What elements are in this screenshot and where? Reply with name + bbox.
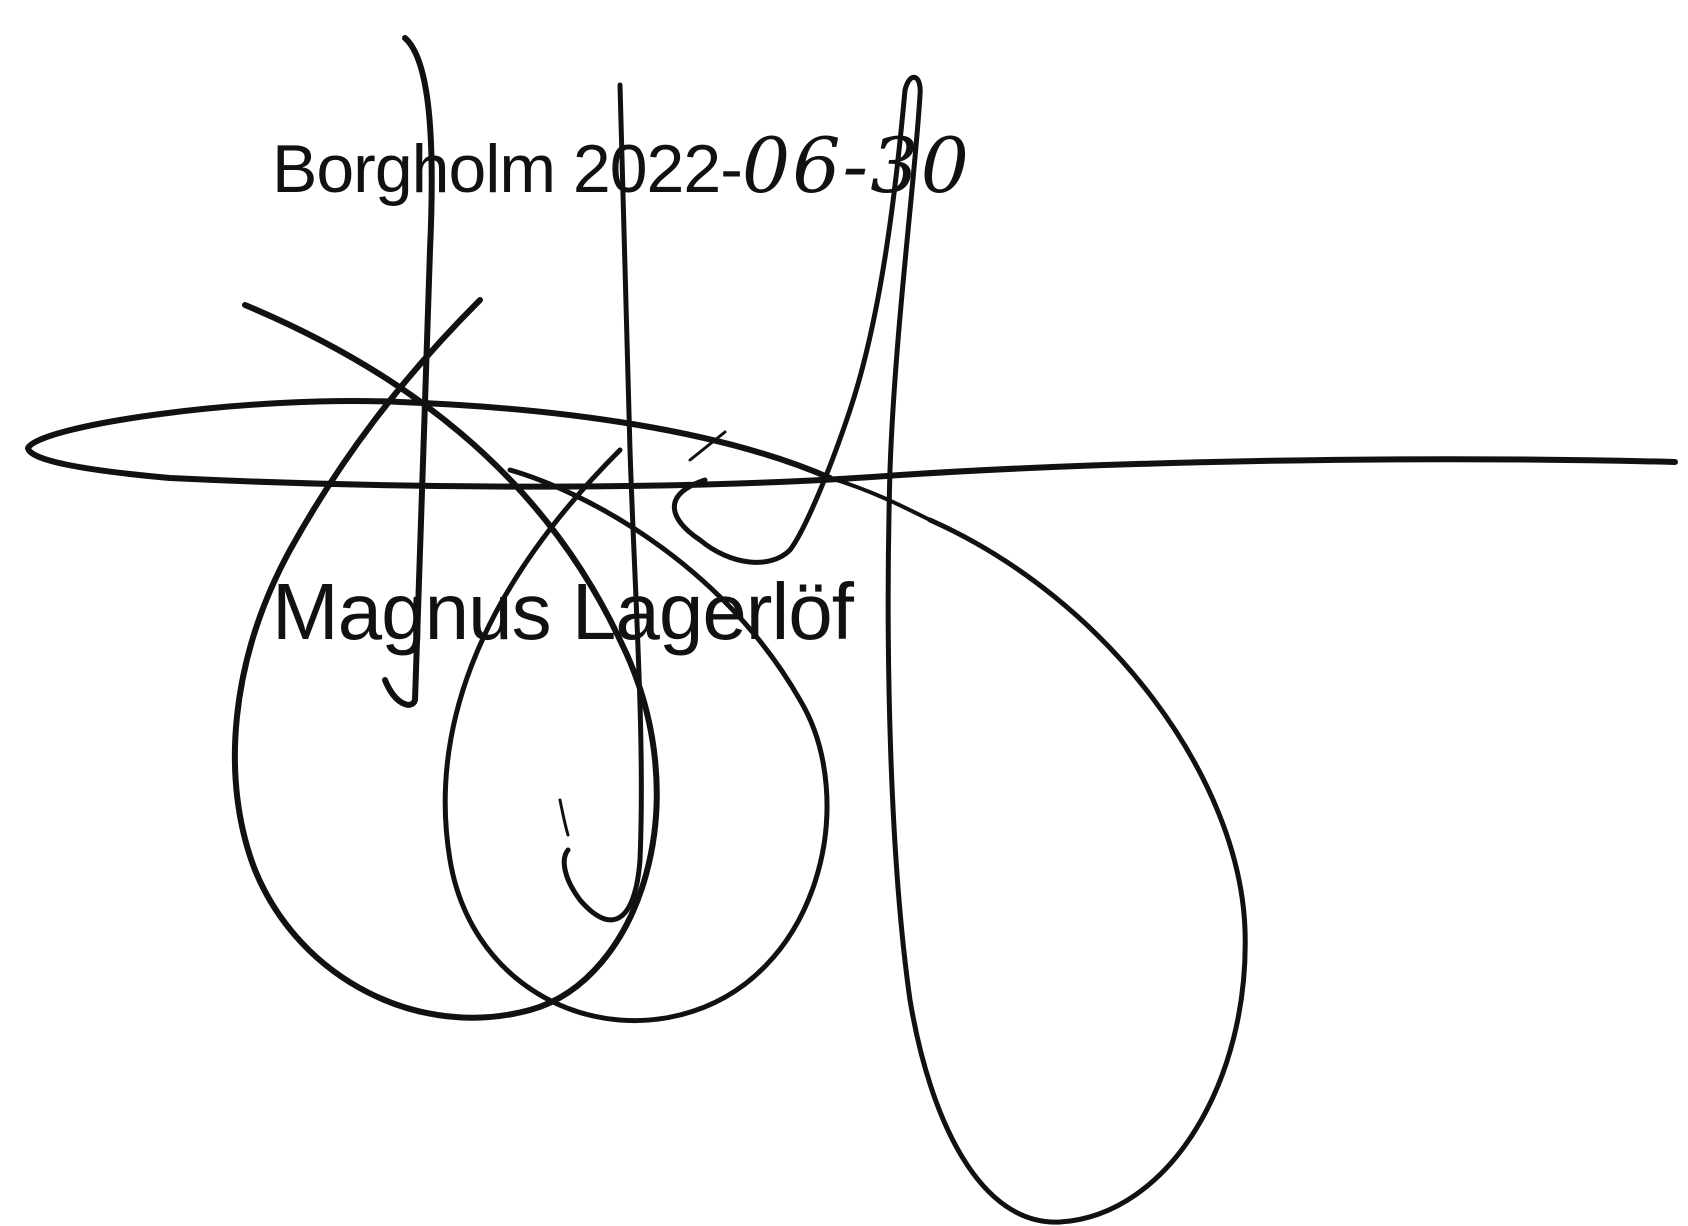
signature-diagonal-stroke xyxy=(231,297,660,1021)
signature-faint-stroke xyxy=(558,798,570,837)
signature-middle-vertical xyxy=(561,82,644,923)
signer-name: Magnus Lagerlöf xyxy=(272,567,854,656)
signature-tail-stroke xyxy=(828,476,932,522)
place-date-line: Borgholm 2022-06-30 xyxy=(272,128,971,208)
signature-faint-stroke xyxy=(688,430,727,462)
date-handwritten: 06-30 xyxy=(741,121,971,210)
place-date-printed: Borgholm 2022- xyxy=(272,131,743,207)
signature-inner-loop xyxy=(442,447,830,1024)
signature-baseline-stroke xyxy=(25,397,1678,490)
